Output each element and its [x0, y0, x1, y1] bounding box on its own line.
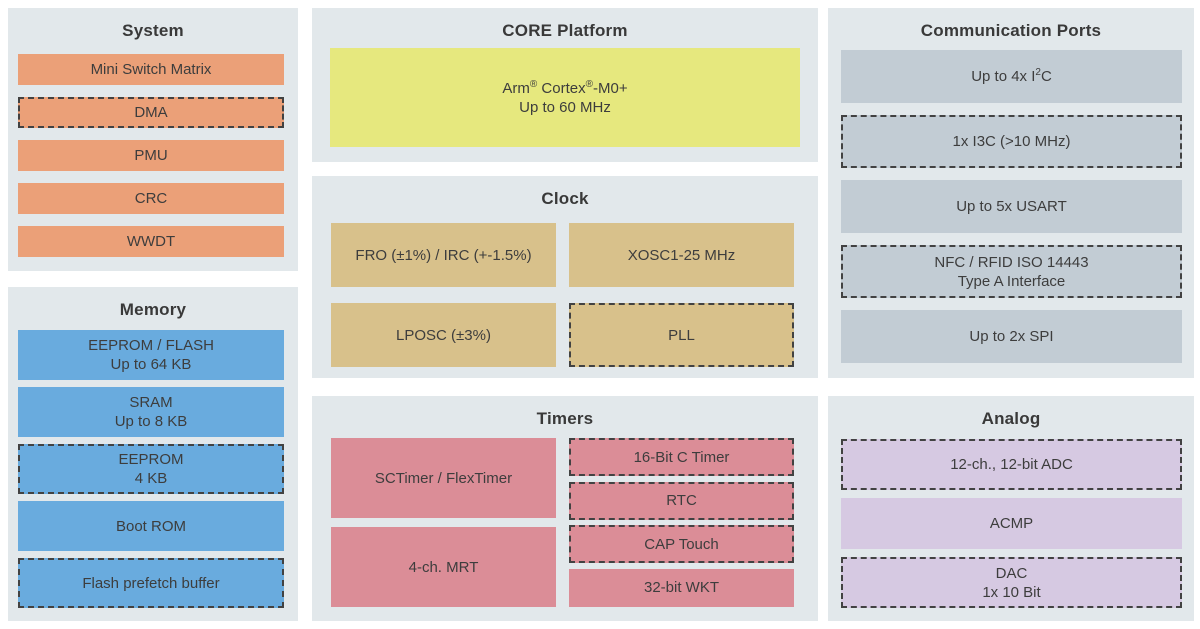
block-mini-switch-matrix: Mini Switch Matrix [18, 54, 284, 85]
superscript-2: 2 [1035, 67, 1041, 78]
block-usart: Up to 5x USART [841, 180, 1182, 233]
block-label: SRAM [129, 394, 173, 411]
block-label: EEPROM / FLASH [88, 337, 214, 354]
block-acmp: ACMP [841, 498, 1182, 549]
comm-blocks: Up to 4x I2C 1x I3C (>10 MHz) Up to 5x U… [841, 50, 1182, 363]
block-32bit-wkt: 32-bit WKT [569, 568, 794, 607]
block-label: FRO (±1%) / IRC (+-1.5%) [355, 246, 532, 264]
block-crc: CRC [18, 183, 284, 214]
panel-title-clock: Clock [541, 189, 589, 208]
block-sublabel: Type A Interface [957, 272, 1066, 290]
panel-analog: Analog 12-ch., 12-bit ADC ACMP DAC 1x 10… [828, 396, 1194, 621]
block-label: EEPROM [118, 451, 184, 468]
block-mrt: 4-ch. MRT [331, 527, 556, 607]
block-sublabel: Up to 8 KB [114, 413, 188, 430]
block-label: NFC / RFID ISO 14443 [934, 253, 1089, 271]
panel-core-platform: CORE Platform Arm® Cortex®-M0+ Up to 60 … [312, 8, 818, 162]
block-sublabel: Up to 64 KB [110, 356, 192, 373]
block-label: ACMP [989, 515, 1034, 532]
block-label: Arm® Cortex®-M0+ [502, 78, 628, 97]
block-label: Boot ROM [115, 517, 187, 535]
panel-timers: Timers SCTimer / FlexTimer 4-ch. MRT 16-… [312, 396, 818, 621]
block-label: Up to 5x USART [956, 198, 1067, 215]
block-pmu: PMU [18, 140, 284, 171]
block-boot-rom: Boot ROM [18, 501, 284, 551]
block-label: CRC [134, 190, 168, 207]
block-label: LPOSC (±3%) [396, 326, 491, 344]
panel-title-core-platform: CORE Platform [502, 21, 628, 40]
analog-blocks: 12-ch., 12-bit ADC ACMP DAC 1x 10 Bit [841, 439, 1182, 608]
block-label: 16-Bit C Timer [633, 448, 730, 466]
block-label: 4-ch. MRT [408, 558, 479, 576]
panel-title-memory: Memory [119, 300, 187, 319]
block-sctimer-flextimer: SCTimer / FlexTimer [331, 438, 556, 518]
block-label: XOSC1-25 MHz [627, 246, 736, 264]
block-pll: PLL [569, 303, 794, 367]
panel-memory: Memory EEPROM / FLASH Up to 64 KB SRAM U… [8, 287, 298, 621]
block-label: DMA [134, 104, 168, 121]
clock-blocks: FRO (±1%) / IRC (+-1.5%) XOSC1-25 MHz LP… [331, 223, 794, 367]
block-lposc: LPOSC (±3%) [331, 303, 556, 367]
panel-communication-ports: Communication Ports Up to 4x I2C 1x I3C … [828, 8, 1194, 378]
block-fro-irc: FRO (±1%) / IRC (+-1.5%) [331, 223, 556, 287]
registered-mark: ® [529, 78, 538, 90]
block-adc: 12-ch., 12-bit ADC [841, 439, 1182, 490]
block-label: 12-ch., 12-bit ADC [950, 456, 1073, 473]
system-blocks: Mini Switch Matrix DMA PMU CRC WWDT [18, 54, 284, 257]
block-cortex-m0plus: Arm® Cortex®-M0+ Up to 60 MHz [330, 48, 800, 147]
timer-blocks-right: 16-Bit C Timer RTC CAP Touch 32-bit WKT [569, 438, 794, 607]
block-wwdt: WWDT [18, 226, 284, 257]
block-label: SCTimer / FlexTimer [374, 469, 513, 487]
block-flash-prefetch-buffer: Flash prefetch buffer [18, 558, 284, 608]
block-label: PMU [134, 147, 168, 164]
block-label: Mini Switch Matrix [90, 61, 212, 78]
block-eeprom: EEPROM 4 KB [18, 444, 284, 494]
timer-blocks-left: SCTimer / FlexTimer 4-ch. MRT [331, 438, 556, 607]
panel-system: System Mini Switch Matrix DMA PMU CRC WW… [8, 8, 298, 271]
block-rtc: RTC [569, 481, 794, 520]
block-label: RTC [666, 492, 697, 510]
block-sram: SRAM Up to 8 KB [18, 387, 284, 437]
block-label: WWDT [126, 233, 176, 250]
block-label: 32-bit WKT [643, 579, 719, 597]
block-label: DAC [995, 564, 1028, 582]
panel-title-timers: Timers [536, 409, 594, 428]
panel-title-system: System [122, 21, 184, 40]
block-dma: DMA [18, 97, 284, 128]
block-label: 1x I3C (>10 MHz) [952, 133, 1071, 150]
memory-blocks: EEPROM / FLASH Up to 64 KB SRAM Up to 8 … [18, 330, 284, 608]
block-i2c: Up to 4x I2C [841, 50, 1182, 103]
block-i3c: 1x I3C (>10 MHz) [841, 115, 1182, 168]
block-label: Up to 4x I2C [971, 67, 1052, 86]
panel-title-communication-ports: Communication Ports [920, 21, 1102, 40]
block-dac: DAC 1x 10 Bit [841, 557, 1182, 608]
block-label: CAP Touch [644, 535, 719, 553]
panel-title-analog: Analog [981, 409, 1041, 428]
block-label: Flash prefetch buffer [82, 574, 220, 592]
block-spi: Up to 2x SPI [841, 310, 1182, 363]
block-eeprom-flash: EEPROM / FLASH Up to 64 KB [18, 330, 284, 380]
panel-clock: Clock FRO (±1%) / IRC (+-1.5%) XOSC1-25 … [312, 176, 818, 378]
block-16bit-ctimer: 16-Bit C Timer [569, 438, 794, 476]
block-cap-touch: CAP Touch [569, 525, 794, 564]
block-sublabel: 1x 10 Bit [982, 583, 1041, 601]
block-label: Up to 2x SPI [969, 328, 1054, 345]
block-label: PLL [668, 326, 695, 344]
registered-mark: ® [585, 78, 593, 90]
block-xosc: XOSC1-25 MHz [569, 223, 794, 287]
timer-blocks: SCTimer / FlexTimer 4-ch. MRT 16-Bit C T… [331, 438, 794, 607]
block-sublabel: Up to 60 MHz [519, 98, 611, 116]
block-sublabel: 4 KB [134, 470, 168, 487]
block-nfc-rfid: NFC / RFID ISO 14443 Type A Interface [841, 245, 1182, 298]
